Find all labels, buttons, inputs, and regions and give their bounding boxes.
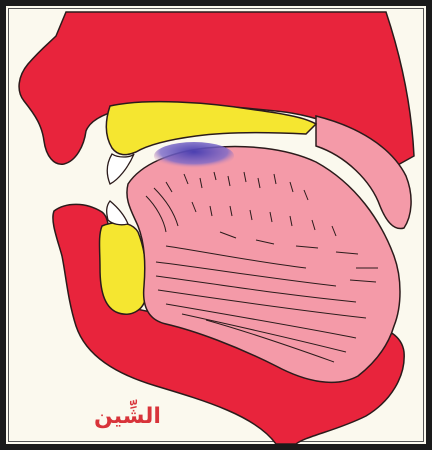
contact-area: [154, 142, 234, 170]
lower-incisor: [107, 201, 128, 225]
articulation-diagram: [6, 6, 426, 444]
upper-incisor: [107, 154, 134, 184]
letter-caption: الشِّين: [94, 404, 161, 429]
lower-teeth-gum: [100, 223, 147, 315]
